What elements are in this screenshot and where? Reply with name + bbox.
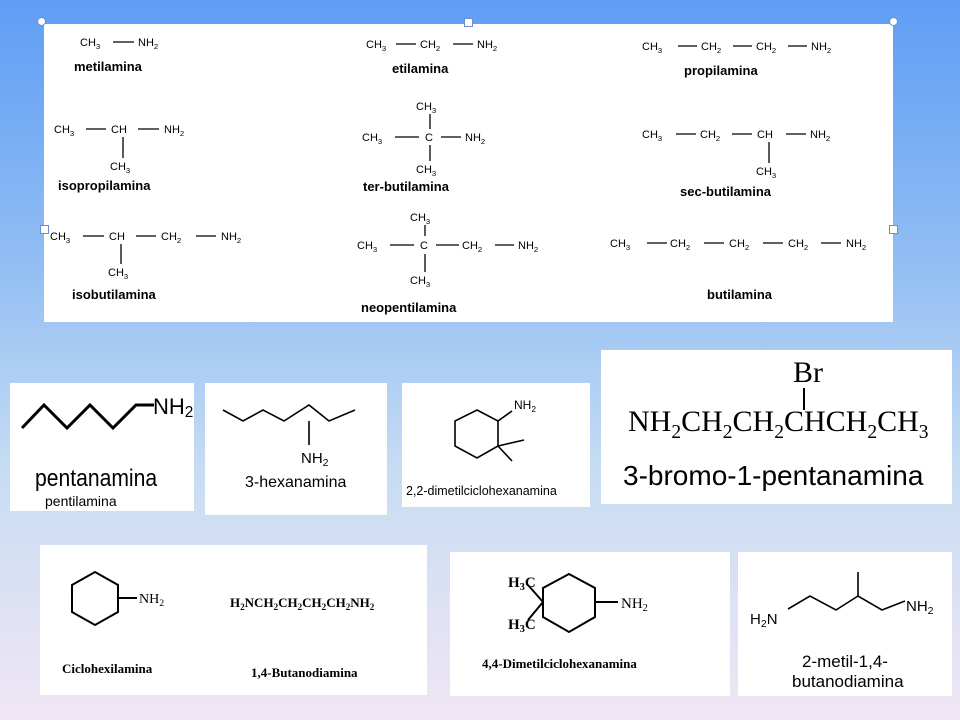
ch3-group: CH3 [416,101,436,115]
compound-name: isobutilamina [72,287,157,302]
selection-handle[interactable] [37,17,46,26]
amine-table-panel: CH3 NH2 CH3 CH2 NH2 CH3 CH2 CH2 NH2 CH3 … [44,24,893,322]
nh2-group: NH2 [477,39,497,53]
dimetilciclohexanamina-name: 2,2-dimetilciclohexanamina [406,484,557,498]
nh2-group: NH2 [139,592,164,609]
compound-name: sec-butilamina [680,184,772,199]
compound-name: neopentilamina [361,300,457,315]
selection-handle[interactable] [889,17,898,26]
compound-name: isopropilamina [58,178,151,193]
compound-name: etilamina [392,61,449,76]
ch3-group: CH3 [416,164,436,178]
metilbutano-panel: H2N NH2 2-metil-1,4- butanodiamina [738,552,952,696]
selection-handle[interactable] [464,18,473,27]
metilbutano-name-line2: butanodiamina [792,672,904,691]
h2n-group: H2N [750,611,778,630]
ciclohexil-panel: NH2 H2NCH2CH2CH2CH2NH2 Ciclohexilamina 1… [40,545,427,695]
ch-group: CH [757,129,773,141]
dimetilciclohexanamina-panel: NH2 2,2-dimetilciclohexanamina [402,383,590,507]
ch3-group: CH3 [610,238,630,252]
dimetil44-structure: H3C H3C NH2 [508,572,648,635]
ch3-group: CH3 [642,41,662,55]
nh2-group: NH2 [138,37,158,51]
metilbutano-name-line1: 2-metil-1,4- [802,652,888,671]
methyl-group: H3C [508,575,536,593]
bromo-atom: Br [793,356,823,389]
hexanamina-skeleton: NH2 [222,404,356,469]
ch3-group: CH3 [362,132,382,146]
c-atom: C [420,240,428,252]
ch2-group: CH2 [420,39,440,53]
hexanamina-panel: NH2 3-hexanamina [205,383,387,515]
metilbutano-structure: H2N NH2 [750,572,934,630]
ch3-group: CH3 [50,231,70,245]
nh2-group: NH2 [465,132,485,146]
ciclohexil-structure: NH2 H2NCH2CH2CH2CH2NH2 [71,570,375,627]
bromo-name: 3-bromo-1-pentanamina [623,460,924,491]
compound-name: propilamina [684,63,758,78]
dimetil44-name: 4,4-Dimetilciclohexanamina [482,656,637,671]
ch2-group: CH2 [729,238,749,252]
nh2-group: NH2 [514,398,536,414]
dimetil44-panel: H3C H3C NH2 4,4-Dimetilciclohexanamina [450,552,730,696]
ch3-group: CH3 [80,37,100,51]
pentanamina-name: pentanamina [35,465,158,492]
ch3-group: CH3 [357,240,377,254]
ch2-group: CH2 [700,129,720,143]
hexanamina-name: 3-hexanamina [245,474,347,491]
ch2-group: CH2 [701,41,721,55]
bromo-formula: NH2CH2CH2CHCH2CH3 [628,405,929,443]
ch3-group: CH3 [756,166,776,180]
nh2-group: NH2 [906,598,934,617]
ch2-group: CH2 [788,238,808,252]
pentilamina-name: pentilamina [45,493,117,509]
nh2-group: NH2 [221,231,241,245]
cyclohexane-skeleton: NH2 [454,398,536,462]
ch3-group: CH3 [410,275,430,289]
compound-name: metilamina [74,59,143,74]
butanodiamina-name: 1,4-Butanodiamina [251,665,358,680]
nh2-group: NH2 [846,238,866,252]
c-atom: C [425,132,433,144]
ch2-group: CH2 [161,231,181,245]
nh2-group: NH2 [301,450,329,469]
ciclohexilamina-name: Ciclohexilamina [62,661,153,676]
amine-structures-drawing: CH3 NH2 CH3 CH2 NH2 CH3 CH2 CH2 NH2 CH3 … [50,37,866,315]
ch-group: CH [111,124,127,136]
ch3-group: CH3 [110,161,130,175]
nh2-group: NH2 [164,124,184,138]
bromo-structure: Br [793,356,823,410]
ch3-group: CH3 [642,129,662,143]
ch3-group: CH3 [410,212,430,226]
pentanamina-panel: NH2 pentanamina pentilamina [10,383,194,511]
ch-group: CH [109,231,125,243]
ch3-group: CH3 [366,39,386,53]
ch2-group: CH2 [756,41,776,55]
nh2-group: NH2 [621,596,648,614]
pentanamina-skeleton: NH2 [20,394,193,431]
ch2-group: CH2 [670,238,690,252]
compound-name: butilamina [707,287,773,302]
butanodiamina-formula: H2NCH2CH2CH2CH2NH2 [230,595,375,612]
compound-name: ter-butilamina [363,179,450,194]
methyl-group: H3C [508,617,536,635]
nh2-group: NH2 [811,41,831,55]
selection-handle[interactable] [889,225,898,234]
ch3-group: CH3 [108,267,128,281]
bromo-panel: Br NH2CH2CH2CHCH2CH3 3-bromo-1-pentanami… [601,350,952,504]
selection-handle[interactable] [40,225,49,234]
ch3-group: CH3 [54,124,74,138]
nh2-group: NH2 [153,394,193,421]
nh2-group: NH2 [810,129,830,143]
nh2-group: NH2 [518,240,538,254]
ch2-group: CH2 [462,240,482,254]
